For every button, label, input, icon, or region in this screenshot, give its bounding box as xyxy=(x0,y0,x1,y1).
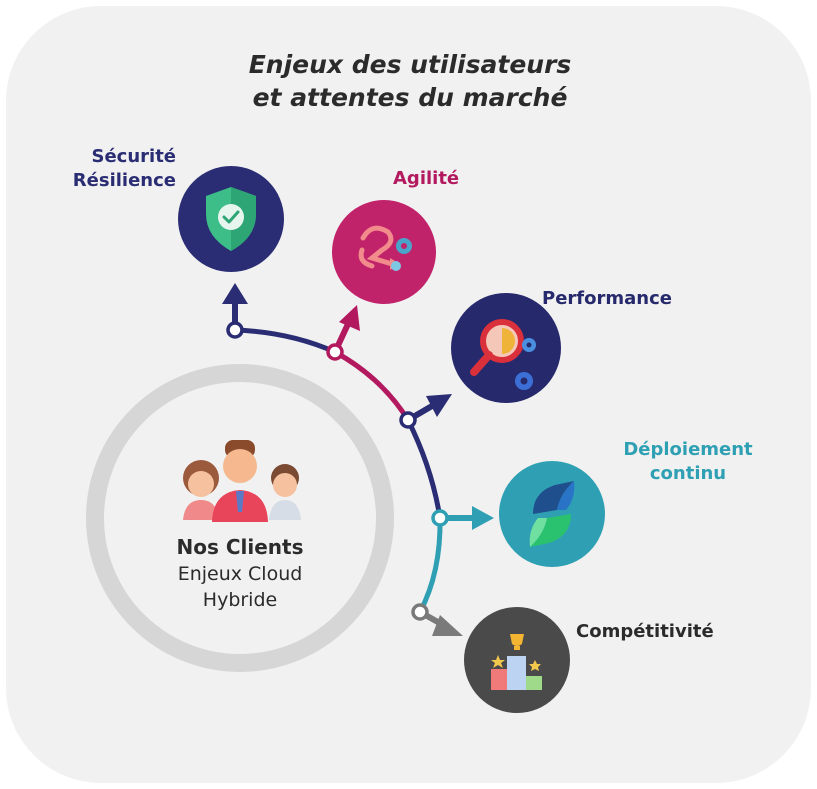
title-line-1: Enjeux des utilisateurs xyxy=(248,50,572,79)
clients-subtitle-line2: Hybride xyxy=(202,589,278,611)
label-securite-line1: Sécurité xyxy=(91,146,176,167)
clients-subtitle-line1: Enjeux Cloud xyxy=(177,563,303,585)
path-segment-teal xyxy=(417,517,443,614)
node-agilite xyxy=(332,200,436,304)
node-competitivite xyxy=(464,607,570,713)
path-segment-navy-2 xyxy=(405,418,443,519)
continuous-deployment-icon xyxy=(529,481,575,547)
label-deploiement-line2: continu xyxy=(649,463,727,484)
shield-check-icon xyxy=(206,187,256,251)
label-deploiement-line1: Déploiement xyxy=(623,439,753,460)
junction-securite xyxy=(226,321,244,339)
junction-deploiement xyxy=(431,509,449,527)
label-agilite: Agilité xyxy=(393,168,460,189)
junction-agilite xyxy=(326,343,344,361)
junction-performance xyxy=(399,411,417,429)
diagram-title: Enjeux des utilisateurs et attentes du m… xyxy=(190,48,630,114)
node-securite xyxy=(178,166,284,272)
path-segment-magenta xyxy=(333,349,411,422)
path-segment-navy-1 xyxy=(234,327,337,355)
clients-people-icon xyxy=(183,440,301,522)
label-securite: Sécurité Résilience xyxy=(72,145,176,193)
node-deploiement xyxy=(499,461,605,567)
magnifier-gears-icon xyxy=(470,319,536,390)
label-deploiement: Déploiement continu xyxy=(618,438,758,486)
node-performance xyxy=(451,293,561,403)
label-securite-line2: Résilience xyxy=(72,170,176,191)
podium-trophy-icon xyxy=(491,634,542,690)
label-competitivite: Compétitivité xyxy=(576,621,714,642)
junction-competitivite xyxy=(411,603,429,621)
background-panel xyxy=(6,6,811,783)
clients-title: Nos Clients xyxy=(176,535,304,559)
clients-ring xyxy=(86,364,394,672)
label-performance: Performance xyxy=(542,288,672,309)
title-line-2: et attentes du marché xyxy=(252,83,568,112)
agile-cycle-gears-icon xyxy=(358,225,412,271)
clients-text: Nos Clients Enjeux Cloud Hybride xyxy=(125,533,355,613)
